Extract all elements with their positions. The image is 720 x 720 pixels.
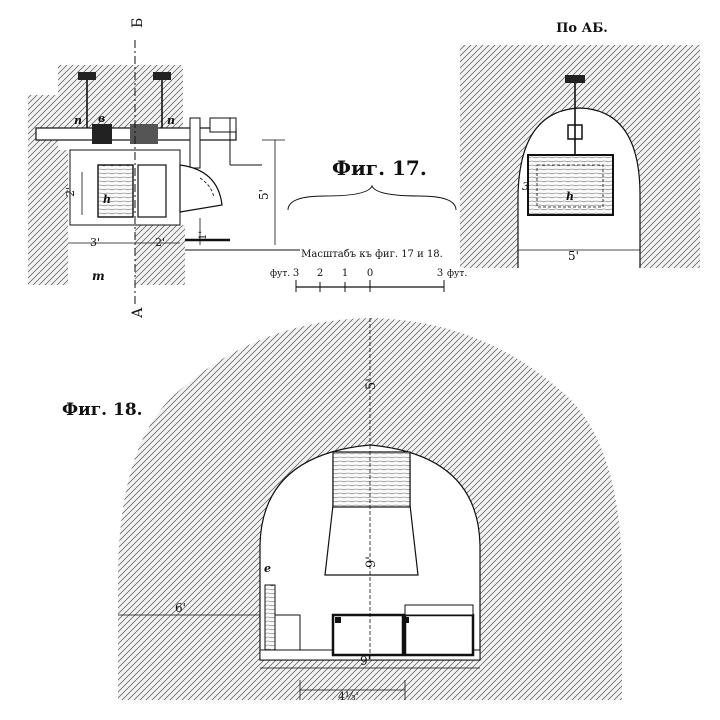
dim-3ft-width: 3' <box>90 236 100 249</box>
part-label-n-left: n <box>74 114 82 127</box>
section-part-3: 3 <box>522 180 529 193</box>
scale-tick-3-right: 3 <box>437 268 443 279</box>
bin-center <box>331 613 405 657</box>
fig18-dim-9ft-height: 9' <box>364 556 379 568</box>
scale-tick-0: 0 <box>367 268 373 279</box>
fig18-dim-9ft-width: 9' <box>360 654 371 668</box>
scale-unit-right: фут. <box>447 269 467 279</box>
section-part-h: h <box>566 190 574 203</box>
masonry-left-lower <box>28 150 68 285</box>
scale-unit-left: фут. <box>270 269 290 279</box>
door-swing-arc <box>179 164 223 213</box>
scale-tick-2: 2 <box>317 268 323 279</box>
section-title: По АБ. <box>556 21 608 36</box>
fig18-dim-6ft: 6' <box>175 601 186 615</box>
part-label-v: в <box>98 112 105 125</box>
fig17-section-view <box>460 45 700 268</box>
fig17-plan-view <box>28 40 300 305</box>
section-hatch-door <box>527 154 614 216</box>
part-label-n-right: n <box>167 114 175 127</box>
masonry-pier <box>135 225 185 285</box>
section-dim-5ft: 5' <box>568 249 579 263</box>
dim-5ft-height: 5' <box>257 189 271 200</box>
section-mark-a: А <box>130 307 146 318</box>
fig18-elevation <box>118 318 622 700</box>
fig18-dim-4-1-3ft: 4⅓' <box>338 690 359 703</box>
dim-1ft-step: 1' <box>198 231 209 240</box>
fig17-brace <box>287 184 457 211</box>
scale-caption: Масштабъ къ фиг. 17 и 18. <box>301 249 443 260</box>
hatch-door-plan <box>97 164 134 218</box>
part-label-m: m <box>92 269 105 283</box>
dim-2ft-pier: 2' <box>155 236 165 249</box>
flue-shaft <box>332 451 411 508</box>
part-label-h: h <box>103 193 111 206</box>
bin-right <box>403 613 475 657</box>
section-mark-b: Б <box>130 18 146 28</box>
scale-tick-1: 1 <box>342 268 348 279</box>
dim-2ft-height: 2' <box>64 187 77 197</box>
scale-bar <box>295 280 445 292</box>
scale-tick-3-left: 3 <box>293 268 299 279</box>
fig17-title: Фиг. 17. <box>332 156 427 180</box>
fig18-title: Фиг. 18. <box>62 400 143 420</box>
fig18-dim-5ft: 5' <box>364 378 379 390</box>
fig18-part-e: e <box>264 562 271 575</box>
